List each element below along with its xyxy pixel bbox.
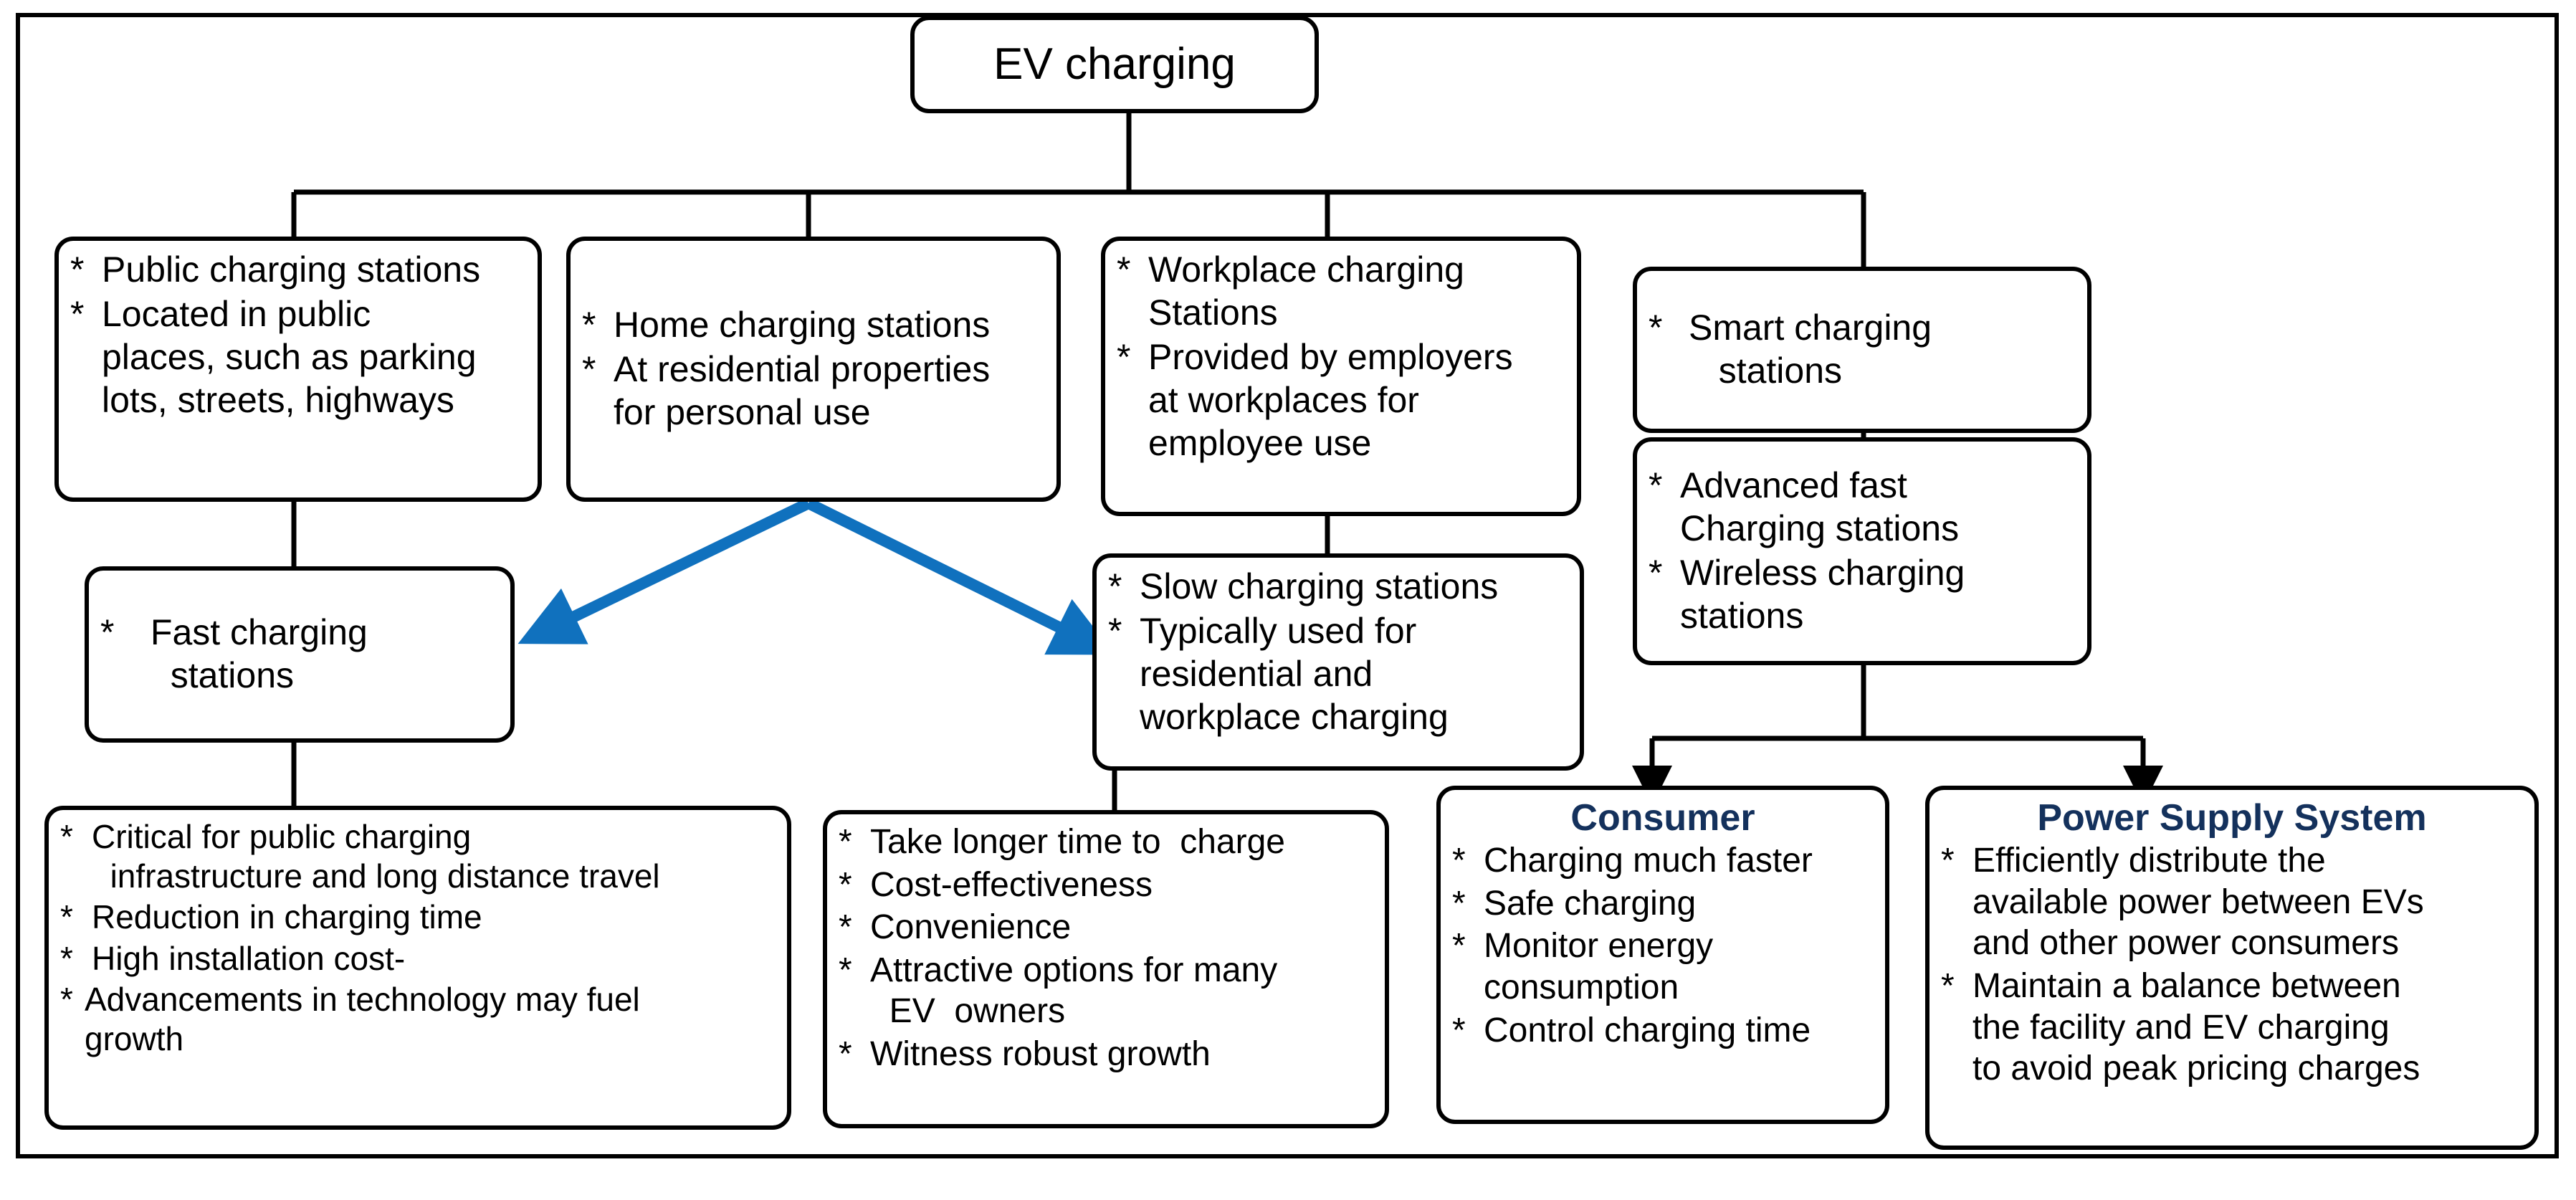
node-public-charging[interactable]: *Public charging stations *Located in pu… — [54, 237, 542, 502]
list-item: *Home charging stations — [582, 305, 991, 345]
bullet-marker: * — [839, 951, 852, 989]
list-item: *Attractive options for many EV owners — [839, 951, 1278, 1031]
bullet-marker: * — [1649, 465, 1663, 505]
list-item: *Take longer time to charge — [839, 822, 1373, 863]
node-ev-charging-label: EV charging — [993, 39, 1236, 90]
list-item: *Slow charging stations — [1108, 566, 1499, 606]
bullet-marker: * — [100, 612, 115, 652]
node-slow-charging-details[interactable]: *Take longer time to charge *Cost-effect… — [823, 810, 1389, 1128]
list-item: *Safe charging — [1452, 883, 1874, 925]
bullet-marker: * — [1452, 842, 1466, 880]
node-slow-charging-bullets: *Slow charging stations *Typically used … — [1108, 565, 1568, 740]
list-item: *Smart charging stations — [1649, 308, 1932, 391]
node-advanced-fast-charging-bullets: *Advanced fast Charging stations *Wirele… — [1649, 464, 2076, 639]
node-slow-charging[interactable]: *Slow charging stations *Typically used … — [1092, 553, 1584, 771]
bullet-marker: * — [1452, 1011, 1466, 1049]
list-item: *Provided by employers at workplaces for… — [1117, 337, 1513, 463]
list-item: *Located in public places, such as parki… — [70, 294, 477, 420]
bullet-marker: * — [1452, 927, 1466, 966]
list-item: * Fast charging stations — [100, 612, 368, 695]
list-item: *Charging much faster — [1452, 840, 1874, 882]
list-item: *Critical for public charging infrastruc… — [60, 818, 660, 895]
bullet-marker: * — [60, 818, 73, 855]
list-item: *Typically used for residential and work… — [1108, 611, 1449, 737]
node-slow-charging-details-bullets: *Take longer time to charge *Cost-effect… — [839, 822, 1373, 1077]
node-home-charging-bullets: *Home charging stations *At residential … — [582, 303, 1045, 435]
node-power-supply-system-bullets: *Efficiently distribute the available po… — [1941, 840, 2523, 1091]
bullet-marker: * — [70, 249, 85, 290]
list-item: *Monitor energy consumption — [1452, 927, 1714, 1007]
list-item: *Convenience — [839, 907, 1373, 948]
list-item: *Maintain a balance between the facility… — [1941, 967, 2420, 1088]
bullet-marker: * — [1941, 967, 1955, 1006]
list-item: *High installation cost- — [60, 939, 776, 978]
node-home-charging[interactable]: *Home charging stations *At residential … — [566, 237, 1061, 502]
list-item: *Advanced fast Charging stations — [1649, 465, 1960, 548]
bullet-marker: * — [1108, 566, 1122, 606]
node-public-charging-bullets: *Public charging stations *Located in pu… — [70, 248, 526, 423]
list-item: *At residential properties for personal … — [582, 349, 991, 432]
list-item: *Reduction in charging time — [60, 897, 776, 937]
list-item: *Public charging stations — [70, 249, 481, 290]
bullet-marker: * — [1117, 337, 1131, 377]
node-smart-charging-bullets: *Smart charging stations — [1649, 306, 2076, 394]
bullet-marker: * — [582, 349, 596, 389]
node-workplace-charging[interactable]: *Workplace charging Stations *Provided b… — [1101, 237, 1581, 516]
node-smart-charging[interactable]: *Smart charging stations — [1633, 267, 2091, 433]
list-item: *Control charging time — [1452, 1010, 1874, 1052]
bullet-marker: * — [1117, 249, 1131, 290]
node-consumer-heading: Consumer — [1570, 797, 1755, 839]
node-advanced-fast-charging[interactable]: *Advanced fast Charging stations *Wirele… — [1633, 437, 2091, 665]
bullet-marker: * — [1941, 842, 1955, 880]
node-workplace-charging-bullets: *Workplace charging Stations *Provided b… — [1117, 248, 1565, 466]
bullet-marker: * — [60, 980, 73, 1018]
list-item: *Workplace charging Stations — [1117, 249, 1464, 333]
bullet-marker: * — [70, 294, 85, 334]
bullet-marker: * — [1649, 308, 1663, 348]
bullet-marker: * — [839, 865, 852, 904]
node-power-supply-system-heading: Power Supply System — [2037, 797, 2427, 839]
bullet-marker: * — [582, 305, 596, 345]
bullet-marker: * — [1108, 611, 1122, 651]
list-item: *Efficiently distribute the available po… — [1941, 842, 2424, 963]
node-consumer[interactable]: Consumer *Charging much faster *Safe cha… — [1436, 786, 1889, 1124]
bullet-marker: * — [839, 908, 852, 947]
node-power-supply-system[interactable]: Power Supply System *Efficiently distrib… — [1925, 786, 2539, 1150]
bullet-marker: * — [60, 939, 73, 977]
node-fast-charging-details[interactable]: *Critical for public charging infrastruc… — [44, 806, 791, 1130]
node-fast-charging[interactable]: * Fast charging stations — [85, 566, 515, 743]
list-item: *Advancements in technology may fuel gro… — [60, 980, 640, 1057]
node-consumer-bullets: *Charging much faster *Safe charging *Mo… — [1452, 840, 1874, 1052]
list-item: *Witness robust growth — [839, 1034, 1373, 1075]
bullet-marker: * — [1649, 553, 1663, 593]
bullet-marker: * — [1452, 884, 1466, 923]
node-fast-charging-details-bullets: *Critical for public charging infrastruc… — [60, 817, 776, 1060]
list-item: *Wireless charging stations — [1649, 553, 1965, 636]
node-fast-charging-bullets: * Fast charging stations — [100, 611, 499, 698]
bullet-marker: * — [839, 1034, 852, 1073]
bullet-marker: * — [839, 823, 852, 861]
node-ev-charging[interactable]: EV charging — [910, 16, 1319, 113]
bullet-marker: * — [60, 898, 73, 936]
list-item: *Cost-effectiveness — [839, 865, 1373, 906]
